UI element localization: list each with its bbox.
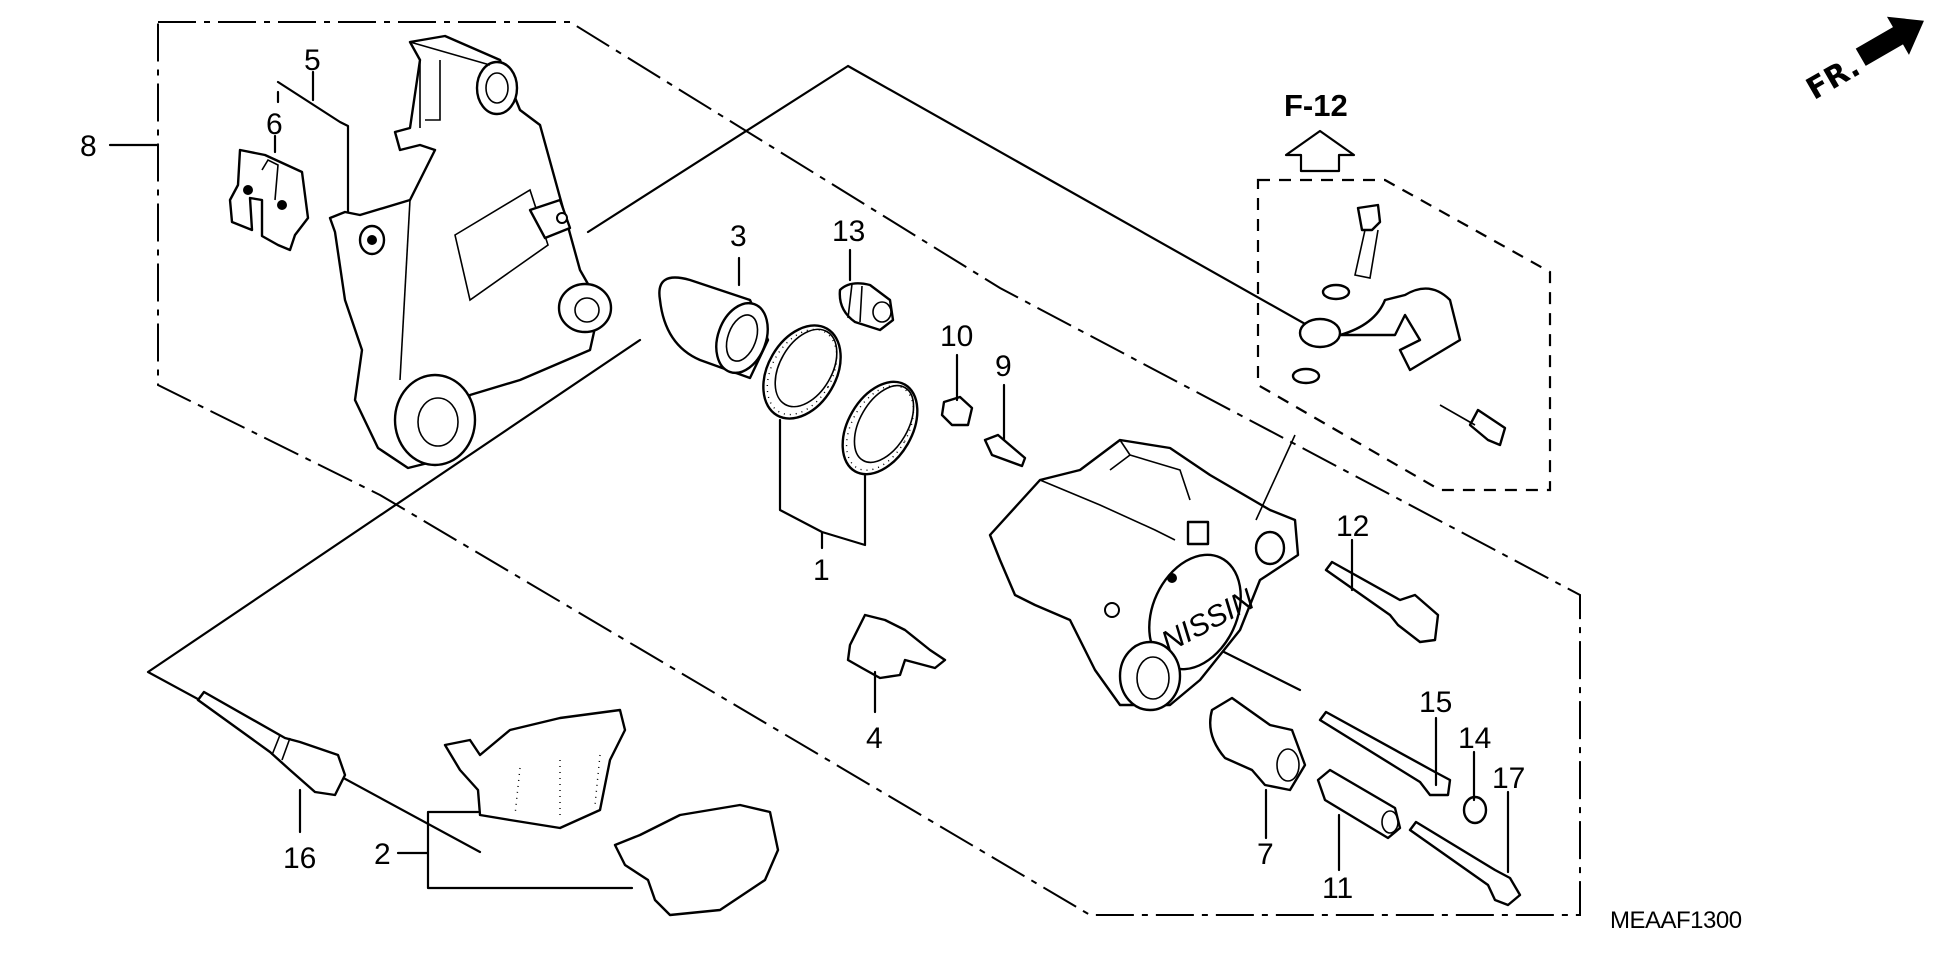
callout-4[interactable]: 4: [866, 722, 883, 755]
callout-10[interactable]: 10: [940, 320, 973, 353]
caliper-group-outline: [146, 64, 1332, 854]
leader-lines: [108, 70, 1510, 890]
pad-spring-drawing: [846, 613, 947, 680]
pin-boot-drawing: [1208, 696, 1307, 792]
caliper-body-drawing: NISSIN: [988, 434, 1300, 712]
bushing-drawing: [1316, 768, 1402, 840]
diagram-code: MEAAF1300: [1610, 907, 1742, 934]
callout-7[interactable]: 7: [1257, 838, 1274, 871]
callout-11[interactable]: 11: [1322, 872, 1353, 905]
callout-labels: 8 5 6 3 13 10 9 1 4 16 2 12 15 14 17 7 1…: [80, 44, 1525, 905]
front-direction-indicator: FR.: [1801, 16, 1924, 107]
brake-hose-drawing: [1291, 203, 1507, 447]
callout-16[interactable]: 16: [283, 842, 316, 875]
reference-arrow: F-12: [1284, 88, 1356, 173]
bracket-group-outline: [157, 21, 1581, 916]
callout-5[interactable]: 5: [304, 44, 321, 77]
pad-pin-plug-drawing: [1462, 795, 1488, 825]
callout-17[interactable]: 17: [1492, 762, 1525, 795]
bleeder-cap-drawing: [940, 395, 974, 427]
callout-8[interactable]: 8: [80, 130, 97, 163]
callout-6[interactable]: 6: [266, 108, 283, 141]
reference-label[interactable]: F-12: [1284, 88, 1348, 123]
callout-3[interactable]: 3: [730, 220, 747, 253]
callout-13[interactable]: 13: [832, 215, 865, 248]
caliper-bracket-drawing: [328, 34, 613, 470]
piston-drawing: [658, 276, 770, 380]
group-outlines: [146, 21, 1581, 916]
up-arrow-icon: [1284, 129, 1356, 173]
callout-2[interactable]: 2: [374, 838, 391, 871]
brake-pads-drawing: [443, 708, 780, 917]
arrow-right-icon: [1855, 16, 1924, 66]
callout-1[interactable]: 1: [813, 554, 830, 587]
pin-bolt-drawing: [196, 690, 347, 797]
bleed-screw-drawing: [983, 433, 1027, 468]
flange-bolt-drawing: [1408, 820, 1522, 907]
callout-14[interactable]: 14: [1458, 722, 1491, 755]
hose-group-outline: [1256, 178, 1552, 492]
callout-15[interactable]: 15: [1419, 686, 1452, 719]
pad-pin-drawing: [1324, 560, 1440, 644]
piston-seals-drawing: [762, 324, 919, 476]
boot-drawing: [838, 282, 895, 332]
callout-9[interactable]: 9: [995, 350, 1012, 383]
callout-12[interactable]: 12: [1336, 510, 1369, 543]
front-label: FR.: [1801, 49, 1867, 107]
slide-pin-drawing: [1318, 710, 1452, 797]
pad-retainer-drawing: [228, 148, 310, 252]
